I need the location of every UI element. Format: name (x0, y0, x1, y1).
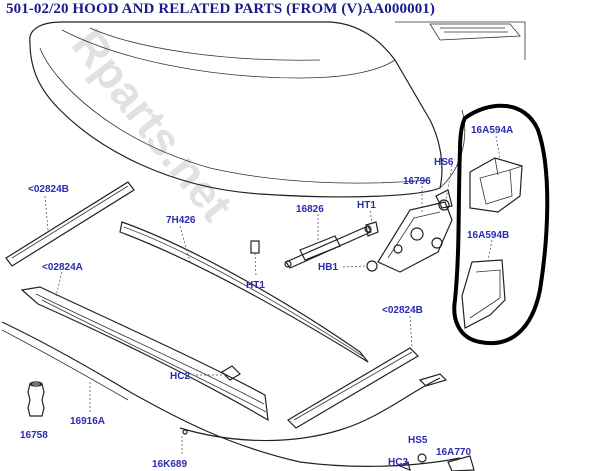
label-16K689: 16K689 (152, 459, 187, 470)
hood-panel (29, 21, 526, 198)
watermark: Rparts.net (62, 19, 243, 230)
fastener-hc3 (398, 461, 411, 471)
label-hc2: HC2 (170, 371, 190, 382)
fastener-hs5 (417, 453, 427, 463)
label-hs5: HS5 (408, 435, 428, 446)
clip-hc2 (196, 365, 241, 381)
label-02824B-right: <02824B (382, 305, 423, 316)
hinge-16796 (377, 186, 453, 273)
label-hb1: HB1 (318, 262, 338, 273)
label-16826: 16826 (296, 204, 324, 215)
label-16A770: 16A770 (436, 447, 471, 458)
label-16916A: 16916A (70, 416, 105, 427)
seal-02824B-top (5, 181, 135, 267)
label-02824B-top: <02824B (28, 184, 69, 195)
label-16796: 16796 (403, 176, 431, 187)
gas-strut-16826 (284, 214, 372, 269)
label-7H426: 7H426 (166, 215, 196, 226)
hinge-cover-16A594B (461, 239, 506, 329)
bolt-hs6 (438, 164, 453, 211)
bolt-hb1 (342, 260, 378, 272)
label-hs6: HS6 (434, 157, 454, 168)
bump-stop-16758 (27, 381, 45, 417)
label-02824A: <02824A (42, 262, 83, 273)
panel-02824A (20, 271, 269, 422)
label-16A594B: 16A594B (467, 230, 509, 241)
label-hc3: HC3 (388, 457, 408, 468)
diagram-title: 501-02/20 HOOD AND RELATED PARTS (FROM (… (6, 1, 436, 17)
cable-16K689 (179, 373, 448, 455)
bolt-ht1-upper (365, 210, 379, 237)
label-ht1-lower: HT1 (246, 280, 265, 291)
label-16758: 16758 (20, 430, 48, 441)
bolt-ht1-lower (250, 240, 260, 277)
label-16A594A: 16A594A (471, 125, 513, 136)
seal-02824B-right (287, 315, 419, 429)
trim-16916A (1, 321, 461, 467)
highlight-oval (452, 103, 550, 346)
hinge-cover-16A594A (469, 135, 523, 213)
seal-7H426 (119, 221, 369, 363)
label-ht1-upper: HT1 (357, 200, 376, 211)
part-16A770 (447, 455, 475, 471)
